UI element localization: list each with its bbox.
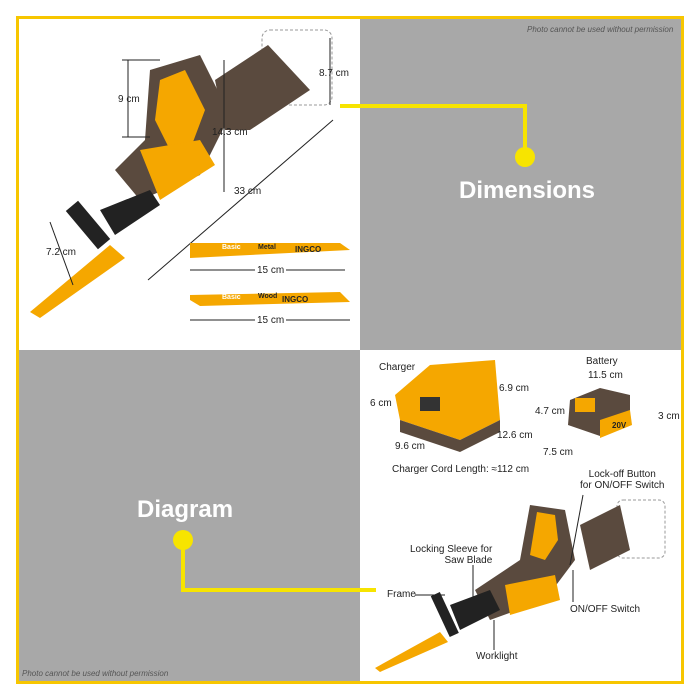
yellow-frame bbox=[16, 16, 684, 684]
battery-length: 11.5 cm bbox=[588, 370, 623, 381]
blade-metal-label: Metal bbox=[258, 244, 276, 251]
dim-body-height: 9 cm bbox=[118, 94, 140, 105]
dim-battery-height: 8.7 cm bbox=[319, 68, 350, 79]
dimensions-connector bbox=[340, 104, 527, 157]
blade-metal-length: 15 cm bbox=[255, 265, 287, 276]
charger-depth: 12.6 cm bbox=[497, 430, 533, 441]
callout-locking-sleeve: Locking Sleeve for Saw Blade bbox=[410, 544, 493, 566]
dimensions-heading: Dimensions bbox=[459, 177, 596, 204]
callout-on-off-switch: ON/OFF Switch bbox=[570, 604, 641, 615]
battery-image bbox=[568, 388, 632, 438]
battery-height-front: 3 cm bbox=[658, 411, 680, 422]
blade-wood-series: Basic bbox=[222, 294, 241, 301]
diagram-dot bbox=[173, 530, 193, 550]
battery-voltage: 20V bbox=[612, 421, 627, 430]
blade-metal-series: Basic bbox=[222, 244, 241, 251]
charger-height-back: 6.9 cm bbox=[499, 383, 530, 394]
permission-notice-bottom: Photo cannot be used without permission bbox=[22, 669, 169, 678]
battery-width: 7.5 cm bbox=[543, 447, 574, 458]
diagram-heading: Diagram bbox=[137, 496, 234, 523]
blade-metal-brand: INGCO bbox=[295, 245, 322, 254]
charger-height-front: 6 cm bbox=[370, 398, 392, 409]
dim-overall-height: 14.3 cm bbox=[212, 127, 248, 138]
charger-cord-length: Charger Cord Length: ≈112 cm bbox=[392, 464, 530, 475]
callout-lock-off-button: Lock-off Button for ON/OFF Switch bbox=[580, 469, 665, 491]
battery-title: Battery bbox=[586, 356, 618, 367]
blade-wood-length: 15 cm bbox=[255, 315, 287, 326]
permission-notice-top: Photo cannot be used without permission bbox=[527, 25, 674, 34]
diagram-connector bbox=[181, 540, 376, 592]
blade-wood-label: Wood bbox=[258, 293, 278, 300]
dimension-lines-top bbox=[49, 38, 334, 286]
dim-frame: 7.2 cm bbox=[46, 247, 77, 258]
dimensions-panel bbox=[360, 16, 681, 350]
saw-image-bottom bbox=[375, 499, 666, 672]
diagram-panel bbox=[16, 350, 360, 681]
dim-length: 33 cm bbox=[234, 186, 262, 197]
callout-lines bbox=[415, 494, 584, 650]
charger-image bbox=[395, 360, 500, 452]
blade-wood-brand: INGCO bbox=[282, 295, 309, 304]
charger-width: 9.6 cm bbox=[395, 441, 426, 452]
saw-image-top bbox=[30, 29, 333, 318]
callout-worklight: Worklight bbox=[476, 651, 518, 662]
charger-title: Charger bbox=[379, 362, 416, 373]
battery-height: 4.7 cm bbox=[535, 406, 566, 417]
callout-frame: Frame bbox=[387, 589, 416, 600]
dimensions-dot bbox=[515, 147, 535, 167]
